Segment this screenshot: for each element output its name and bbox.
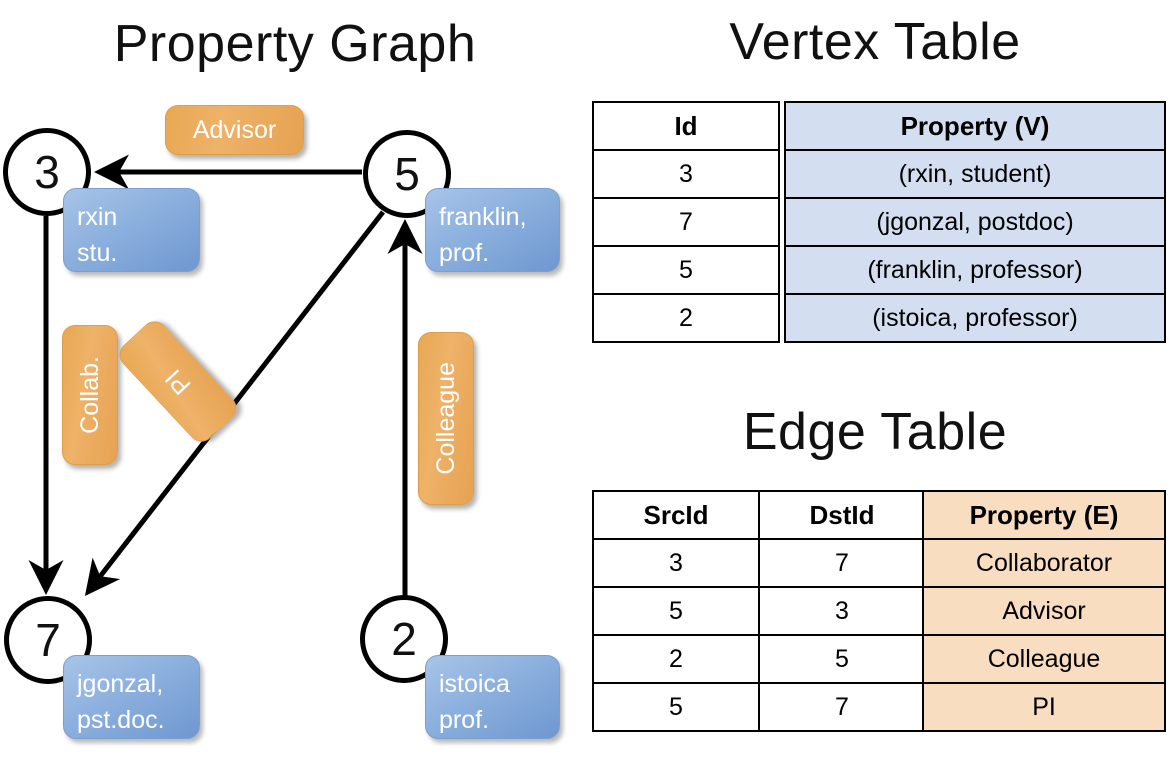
edge-label-colleague-text: Colleague — [431, 362, 460, 475]
vertex-property-franklin-line1: franklin, — [439, 203, 527, 231]
edge-table-property-column: Property (E) Collaborator Advisor Collea… — [922, 490, 1166, 732]
table-row[interactable]: 2 5 — [592, 634, 926, 684]
vertex-table-cell-property: (rxin, student) — [784, 149, 1166, 199]
table-row[interactable]: (rxin, student) — [784, 149, 1166, 199]
edge-table-cell-dstid: 5 — [758, 634, 926, 684]
vertex-table-cell-id: 3 — [592, 149, 780, 199]
edge-table-cell-property: Colleague — [922, 634, 1166, 684]
table-row[interactable]: 5 — [592, 245, 780, 295]
edge-table-cell-dstid: 3 — [758, 586, 926, 636]
vertex-table-cell-id: 7 — [592, 197, 780, 247]
page-title-property-graph: Property Graph — [113, 15, 477, 73]
edge-table-cell-property: Collaborator — [922, 538, 1166, 588]
vertex-table-header-id: Id — [592, 101, 780, 151]
vertex-table-id-column: Id 3 7 5 2 — [592, 101, 780, 343]
vertex-property-box-istoica: istoica prof. — [425, 655, 560, 739]
vertex-property-jgonzal-line1: jgonzal, — [77, 670, 164, 698]
edge-table-id-columns: SrcId DstId 3 7 5 3 2 5 5 7 — [592, 490, 926, 732]
vertex-property-rxin-line1: rxin — [77, 203, 118, 231]
vertex-property-box-franklin: franklin, prof. — [425, 188, 560, 272]
table-row[interactable]: 5 3 — [592, 586, 926, 636]
graph-vertex-2[interactable]: 2 — [360, 595, 448, 683]
vertex-property-istoica-line2: prof. — [439, 705, 490, 734]
table-row[interactable]: (franklin, professor) — [784, 245, 1166, 295]
graph-vertex-7-label: 7 — [35, 614, 61, 666]
edge-table-header-property: Property (E) — [922, 490, 1166, 540]
vertex-property-rxin-line2: stu. — [77, 238, 118, 267]
vertex-property-box-jgonzal: jgonzal, pst.doc. — [63, 655, 200, 739]
table-row[interactable]: PI — [922, 682, 1166, 732]
vertex-property-franklin-line2: prof. — [439, 238, 490, 267]
table-row[interactable]: (istoica, professor) — [784, 293, 1166, 343]
table-row[interactable]: 2 — [592, 293, 780, 343]
edge-label-collab: Collab. — [62, 325, 118, 465]
vertex-table-cell-property: (istoica, professor) — [784, 293, 1166, 343]
page-title-edge-table: Edge Table — [742, 403, 1008, 461]
table-row[interactable]: 3 — [592, 149, 780, 199]
table-row[interactable]: 5 7 — [592, 682, 926, 732]
vertex-table-cell-id: 5 — [592, 245, 780, 295]
edge-label-advisor: Advisor — [165, 105, 304, 155]
edge-label-colleague: Colleague — [418, 332, 474, 505]
table-header-row: SrcId DstId — [592, 490, 926, 540]
edge-label-pi-text: PI — [159, 363, 196, 401]
edge-table-header-dstid: DstId — [758, 490, 926, 540]
edge-table-cell-property: PI — [922, 682, 1166, 732]
vertex-property-istoica-line1: istoica — [439, 670, 510, 698]
edge-table-cell-srcid: 5 — [592, 586, 760, 636]
graph-vertex-2-label: 2 — [391, 613, 417, 665]
table-row[interactable]: (jgonzal, postdoc) — [784, 197, 1166, 247]
edge-table-cell-srcid: 2 — [592, 634, 760, 684]
table-header-row: Property (E) — [922, 490, 1166, 540]
vertex-property-box-rxin: rxin stu. — [63, 188, 200, 272]
table-row[interactable]: 7 — [592, 197, 780, 247]
graph-vertex-5[interactable]: 5 — [363, 130, 451, 218]
vertex-table-cell-property: (franklin, professor) — [784, 245, 1166, 295]
page-title-vertex-table: Vertex Table — [729, 13, 1021, 71]
vertex-table-property-column: Property (V) (rxin, student) (jgonzal, p… — [784, 101, 1166, 343]
vertex-table-cell-id: 2 — [592, 293, 780, 343]
edge-label-collab-text: Collab. — [75, 356, 104, 434]
vertex-table-cell-property: (jgonzal, postdoc) — [784, 197, 1166, 247]
table-header-row: Id — [592, 101, 780, 151]
table-header-row: Property (V) — [784, 101, 1166, 151]
edge-table-cell-dstid: 7 — [758, 682, 926, 732]
table-row[interactable]: Advisor — [922, 586, 1166, 636]
vertex-table-header-property: Property (V) — [784, 101, 1166, 151]
table-row[interactable]: 3 7 — [592, 538, 926, 588]
graph-vertex-3-label: 3 — [34, 146, 60, 198]
graph-vertex-5-label: 5 — [394, 148, 420, 200]
table-row[interactable]: Collaborator — [922, 538, 1166, 588]
table-row[interactable]: Colleague — [922, 634, 1166, 684]
vertex-property-jgonzal-line2: pst.doc. — [77, 705, 165, 734]
edge-table-cell-dstid: 7 — [758, 538, 926, 588]
property-graph-diagram: 3 5 7 2 rxin stu. franklin, prof. jgonza… — [3, 105, 560, 739]
edge-table-cell-property: Advisor — [922, 586, 1166, 636]
edge-table-cell-srcid: 3 — [592, 538, 760, 588]
edge-table-cell-srcid: 5 — [592, 682, 760, 732]
edge-table-header-srcid: SrcId — [592, 490, 760, 540]
edge-label-advisor-text: Advisor — [192, 115, 277, 144]
